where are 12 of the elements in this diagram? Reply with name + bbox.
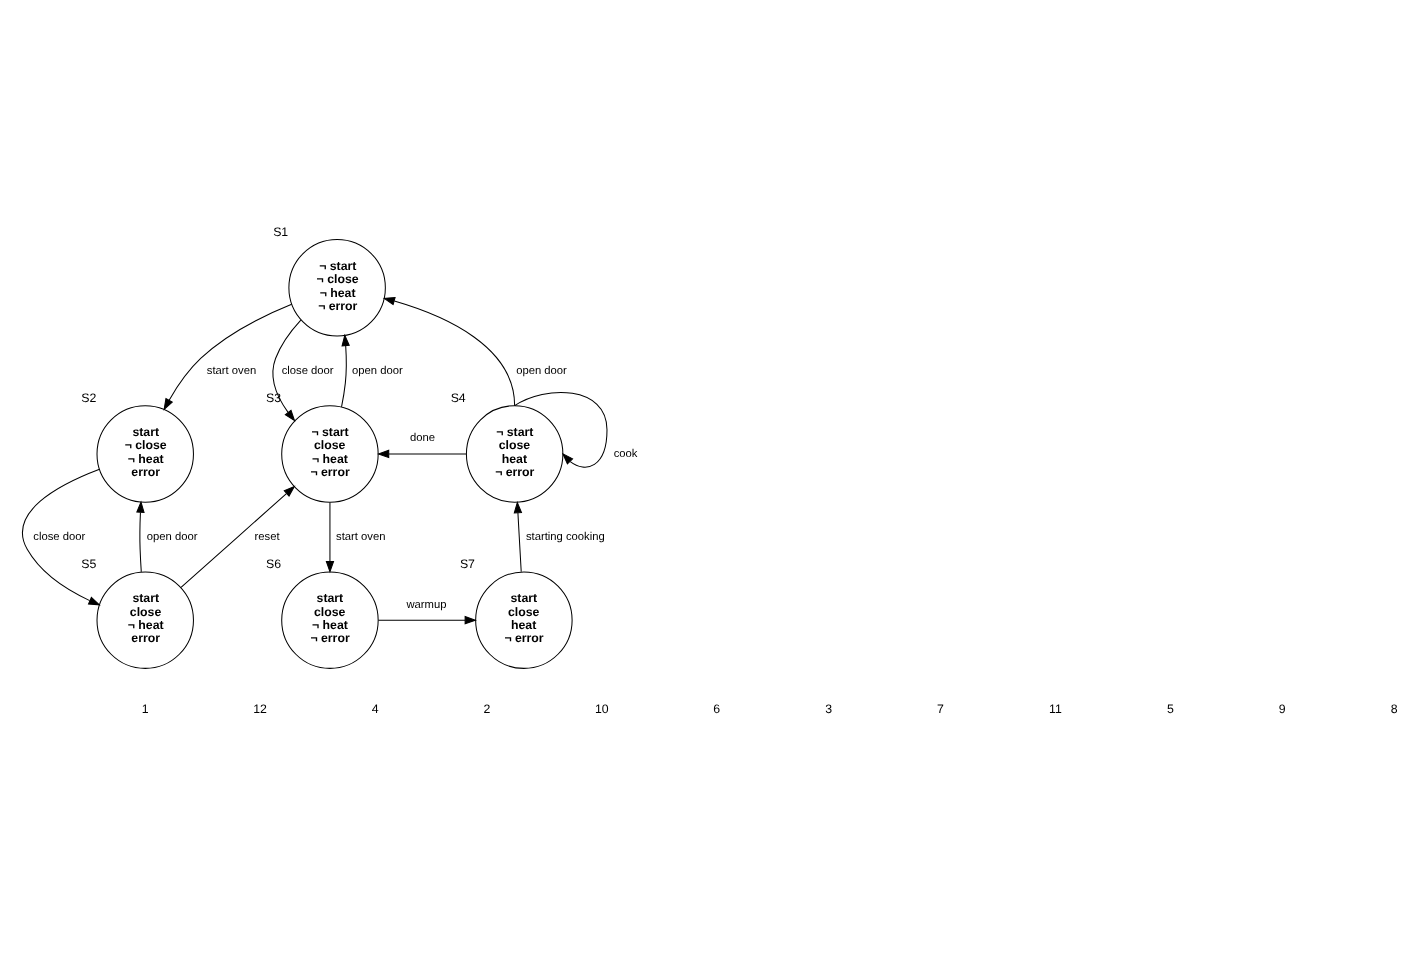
arrow <box>325 501 335 574</box>
arrow <box>341 333 350 408</box>
arrow <box>382 297 516 407</box>
arrow <box>376 449 467 459</box>
arrow <box>180 485 296 588</box>
arrow <box>21 468 101 606</box>
arrow <box>514 391 608 468</box>
arrow <box>513 500 523 573</box>
arrow <box>272 319 302 422</box>
arrow <box>377 615 477 625</box>
arrow <box>163 303 293 411</box>
arrow <box>136 500 145 573</box>
